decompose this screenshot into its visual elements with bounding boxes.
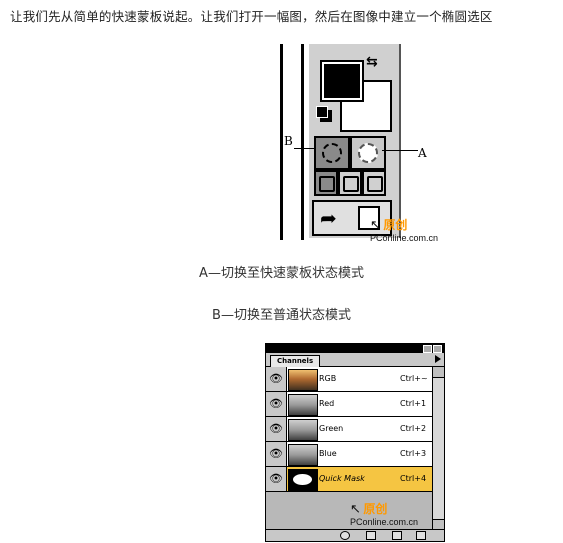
watermark-yuan: 原创 xyxy=(363,502,388,516)
callout-label-a: A xyxy=(418,146,427,160)
quick-mask-mode-button[interactable] xyxy=(350,136,386,170)
watermark: ↖ 原创 PConline.com.cn xyxy=(350,500,418,527)
channel-thumbnail xyxy=(288,419,318,441)
channel-thumbnail xyxy=(288,369,318,391)
channel-row[interactable]: 👁 Blue Ctrl+3 xyxy=(266,442,432,467)
jump-to-imageready-button[interactable]: ➦ xyxy=(312,200,392,236)
channel-shortcut: Ctrl+3 xyxy=(400,449,427,458)
scrollbar[interactable] xyxy=(432,367,444,530)
imageready-icon xyxy=(358,206,380,230)
scroll-up-icon[interactable] xyxy=(433,367,444,378)
full-screen-menu-button[interactable] xyxy=(338,170,362,196)
palette-menu-icon[interactable] xyxy=(435,355,441,363)
eye-icon[interactable]: 👁 xyxy=(266,392,287,416)
channel-shortcut: Ctrl+~ xyxy=(400,374,428,383)
load-selection-icon[interactable] xyxy=(340,531,350,540)
full-screen-button[interactable] xyxy=(362,170,386,196)
cursor-icon: ↖ xyxy=(370,217,381,232)
divider xyxy=(301,44,304,240)
standard-screen-button[interactable] xyxy=(314,170,338,196)
palette-titlebar[interactable] xyxy=(266,344,444,353)
screen-icon xyxy=(319,176,335,192)
minimize-icon[interactable] xyxy=(423,345,432,353)
channel-thumbnail xyxy=(288,469,318,491)
channel-row[interactable]: 👁 Green Ctrl+2 xyxy=(266,417,432,442)
watermark: ↖ 原创 PConline.com.cn xyxy=(370,216,438,243)
foreground-color-swatch[interactable] xyxy=(320,60,364,102)
new-channel-icon[interactable] xyxy=(392,531,402,540)
channel-row[interactable]: 👁 Quick Mask Ctrl+4 xyxy=(266,467,432,492)
intro-text: 让我们先从简单的快速蒙板说起。让我们打开一幅图，然后在图像中建立一个椭圆选区 xyxy=(10,9,493,24)
toolbox-snippet: ⇆ ➦ B A xyxy=(258,44,438,240)
channel-thumbnail xyxy=(288,444,318,466)
callout-line-b xyxy=(294,148,314,149)
cursor-icon: ↖ xyxy=(350,501,361,516)
watermark-site: PConline.com.cn xyxy=(370,233,439,243)
channel-row[interactable]: 👁 Red Ctrl+1 xyxy=(266,392,432,417)
watermark-site: PConline.com.cn xyxy=(350,517,419,527)
trash-icon[interactable] xyxy=(416,531,426,540)
callout-line-a xyxy=(382,150,418,151)
palette-tabrow: Channels xyxy=(266,353,444,367)
channel-shortcut: Ctrl+2 xyxy=(400,424,427,433)
quick-mask-icon xyxy=(358,143,378,163)
channel-shortcut: Ctrl+4 xyxy=(400,474,427,483)
palette-bottombar xyxy=(266,529,444,541)
channel-name: Green xyxy=(319,424,344,433)
channel-name: RGB xyxy=(319,374,337,383)
screen-icon xyxy=(367,176,383,192)
eye-icon[interactable]: 👁 xyxy=(266,442,287,466)
swap-colors-icon[interactable]: ⇆ xyxy=(366,54,378,70)
channel-row[interactable]: 👁 RGB Ctrl+~ xyxy=(266,367,432,392)
close-icon[interactable] xyxy=(433,345,442,353)
scroll-down-icon[interactable] xyxy=(433,519,444,530)
jump-arrow-icon: ➦ xyxy=(320,206,337,230)
default-colors-icon[interactable] xyxy=(316,106,328,118)
save-selection-icon[interactable] xyxy=(366,531,376,540)
callout-label-b: B xyxy=(284,134,293,148)
standard-mode-button[interactable] xyxy=(314,136,350,170)
channel-name: Quick Mask xyxy=(319,474,365,483)
channel-name: Blue xyxy=(319,449,337,458)
eye-icon[interactable]: 👁 xyxy=(266,367,287,391)
eye-icon[interactable]: 👁 xyxy=(266,417,287,441)
eye-icon[interactable]: 👁 xyxy=(266,467,287,491)
channel-shortcut: Ctrl+1 xyxy=(400,399,427,408)
channel-thumbnail xyxy=(288,394,318,416)
tab-channels[interactable]: Channels xyxy=(270,355,321,367)
standard-mode-icon xyxy=(322,143,342,163)
screen-icon xyxy=(343,176,359,192)
channel-name: Red xyxy=(319,399,335,408)
divider xyxy=(280,44,283,240)
caption-b: B—切换至普通状态模式 xyxy=(212,308,351,323)
caption-a: A—切换至快速蒙板状态模式 xyxy=(199,266,364,281)
watermark-yuan: 原创 xyxy=(383,218,408,232)
